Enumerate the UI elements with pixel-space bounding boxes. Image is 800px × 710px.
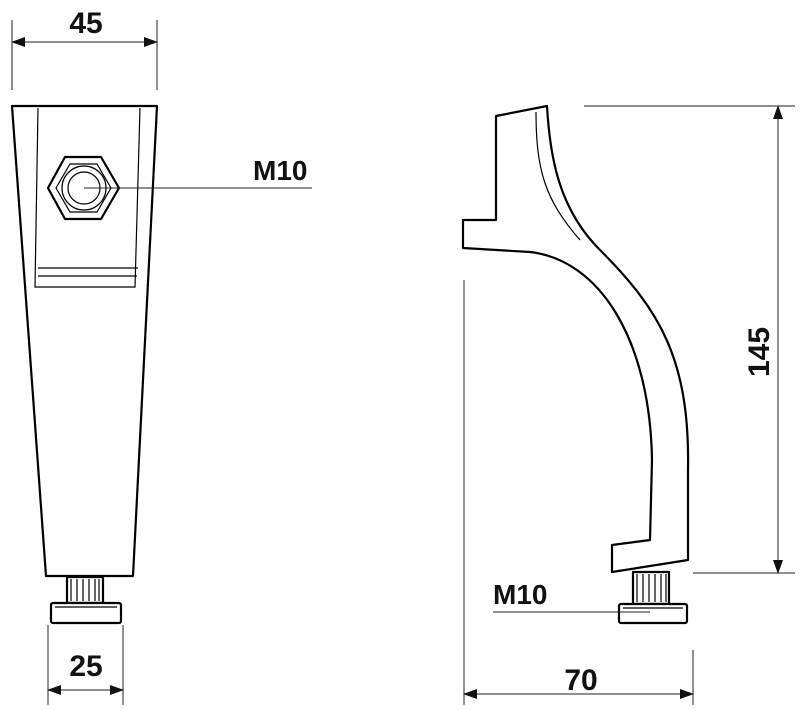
dimension-top-width-value: 45 xyxy=(69,7,102,40)
front-foot xyxy=(49,575,123,625)
dimension-bottom-width-value: 25 xyxy=(69,650,102,683)
side-foot xyxy=(617,570,689,625)
leg-front-body xyxy=(10,104,159,578)
side-thread-label: M10 xyxy=(493,579,547,610)
leg-side-body xyxy=(461,104,690,574)
hex-nut-icon xyxy=(46,155,121,221)
dimension-top-width: 45 xyxy=(11,7,158,90)
front-view: 45 M10 xyxy=(10,7,312,705)
dimension-side-height: 145 xyxy=(584,105,795,574)
dimension-side-width-value: 70 xyxy=(564,664,597,697)
front-thread-label: M10 xyxy=(253,155,307,186)
side-view: M10 145 70 xyxy=(461,104,795,705)
dimension-side-height-value: 145 xyxy=(743,327,776,377)
leg-front-slot xyxy=(34,107,141,288)
dimension-side-width: 70 xyxy=(463,280,694,705)
dimension-bottom-width: 25 xyxy=(47,625,124,705)
